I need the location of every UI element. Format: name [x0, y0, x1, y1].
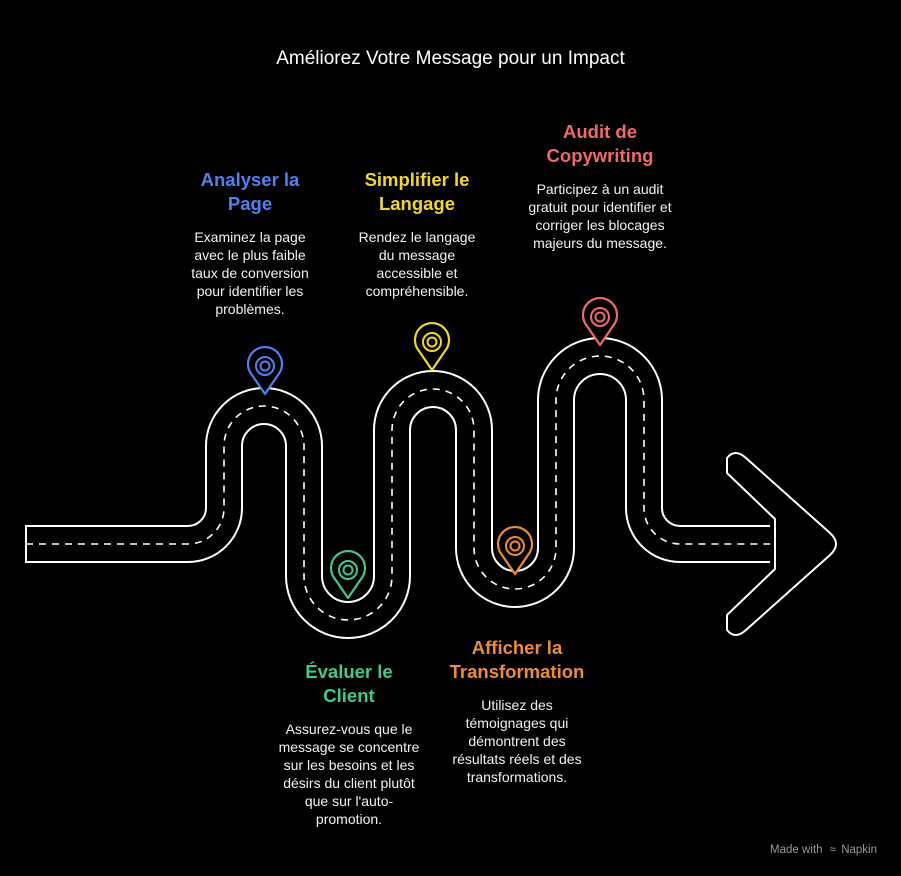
step-afficher-title: Afficher la Transformation — [449, 637, 585, 682]
step-evaluer-description: Assurez-vous que le message se concentre… — [278, 721, 420, 827]
step-evaluer-title: Évaluer le Client — [305, 661, 393, 706]
step-audit-description: Participez à un audit gratuit pour ident… — [528, 181, 672, 251]
step-afficher: Afficher la Transformation Utilisez des … — [432, 636, 602, 786]
pin-afficher-icon — [496, 526, 534, 576]
pin-audit-icon — [581, 297, 619, 347]
step-analyser: Analyser la Page Examinez la page avec l… — [180, 168, 320, 318]
step-simplifier-title: Simplifier le Langage — [364, 169, 470, 214]
diagram-title: Améliorez Votre Message pour un Impact — [276, 48, 625, 69]
footer-brand: Napkin — [841, 844, 877, 856]
pin-analyser-icon — [246, 346, 284, 396]
pin-evaluer-icon — [329, 550, 367, 600]
napkin-logo-icon: ≈ — [829, 844, 836, 856]
arrow-head-icon — [726, 452, 837, 636]
step-analyser-description: Examinez la page avec le plus faible tau… — [191, 229, 309, 317]
footer-prefix: Made with — [770, 844, 823, 856]
step-audit: Audit de Copywriting Participez à un aud… — [520, 120, 680, 252]
step-simplifier-description: Rendez le langage du message accessible … — [358, 229, 476, 299]
road — [26, 356, 770, 620]
step-analyser-title: Analyser la Page — [200, 169, 300, 214]
pin-simplifier-icon — [413, 322, 451, 372]
step-afficher-description: Utilisez des témoignages qui démontrent … — [452, 697, 582, 785]
step-audit-title: Audit de Copywriting — [546, 121, 654, 166]
footer-credit: Made with ≈ Napkin — [770, 844, 877, 856]
step-evaluer: Évaluer le Client Assurez-vous que le me… — [259, 660, 439, 828]
step-simplifier: Simplifier le Langage Rendez le langage … — [347, 168, 487, 300]
